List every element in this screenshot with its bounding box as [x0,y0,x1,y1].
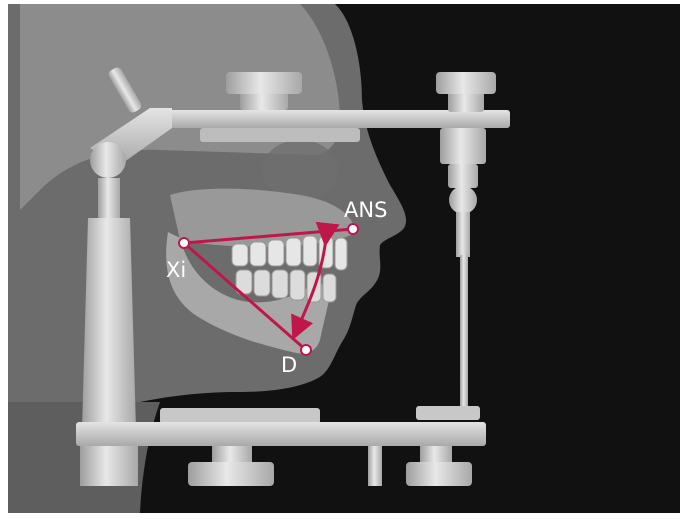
frame-top-bar [170,110,510,128]
base-leg-left [80,446,138,486]
top-knob [226,72,302,94]
orbit [262,140,338,200]
landmark-d-marker [301,345,311,355]
nasion-rod-upper [456,212,470,257]
right-knob [436,72,496,94]
top-knob-stem [240,92,288,110]
landmark-ans-marker [348,224,358,234]
label-d: D [281,353,297,377]
frame-top-plate [200,128,360,142]
nasion-housing [440,128,486,164]
base-knob-stem-right [420,446,452,464]
nasion-collar [448,164,478,188]
base-knob-stem-left [212,446,252,464]
nasion-rod [460,255,468,415]
frame-base-bar [76,422,486,446]
base-pin [368,446,382,486]
base-plate-left [160,408,320,424]
ear-rod-neck [98,178,120,218]
base-plate-right [416,406,480,420]
base-knob-left [188,462,274,486]
base-knob-right [406,462,472,486]
nasion-joint [449,186,477,214]
landmark-xi-marker [179,238,189,248]
label-xi: Xi [166,258,186,282]
ear-rod-joint [90,142,126,178]
left-column [82,218,136,430]
right-knob-stem [448,92,484,112]
label-ans: ANS [344,198,387,222]
